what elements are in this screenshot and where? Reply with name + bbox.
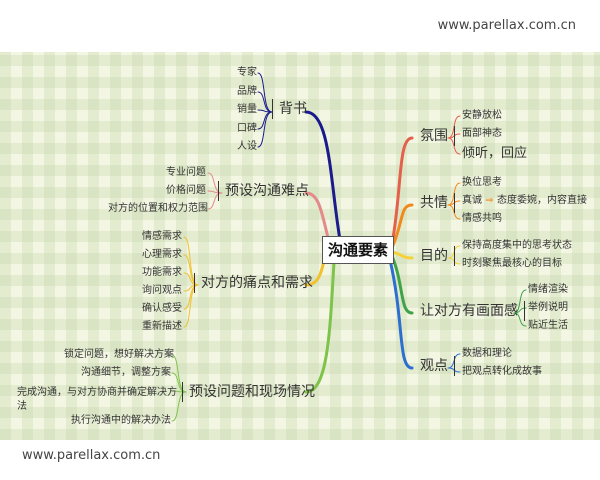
leaf-line-ysgtnd-3 xyxy=(207,192,223,210)
leaf-beishu-4: 口碑 xyxy=(237,123,257,134)
leaf-huamian-1: 情绪渲染 xyxy=(528,284,568,295)
branch-line-gongqing xyxy=(390,203,414,250)
leaf-line-tongdian-1 xyxy=(183,236,199,286)
leaf-beishu-5: 人设 xyxy=(237,141,257,152)
leaf-huamian-3: 贴近生活 xyxy=(528,320,568,331)
leaf-line-beishu-5 xyxy=(257,111,273,148)
leaf-huamian-2: 举例说明 xyxy=(528,302,568,313)
leaf-gongqing-2-detail: 态度委婉，内容直接 xyxy=(497,195,587,206)
branch-huamian: 让对方有画面感 xyxy=(414,301,525,321)
leaf-fenwei-2: 面部神态 xyxy=(462,128,502,139)
branch-line-beishu xyxy=(304,110,342,242)
leaf-tongdian-2: 心理需求 xyxy=(142,249,182,260)
leaf-beishu-2: 品牌 xyxy=(237,86,257,97)
leaf-line-beishu-2 xyxy=(257,91,273,113)
leaf-line-beishu-1 xyxy=(257,72,273,113)
leaf-ysgtnd-2: 价格问题 xyxy=(166,185,206,196)
branch-beishu: 背书 xyxy=(272,99,313,119)
leaf-yswt-3: 完成沟通，与对方协商并确定解决方法 xyxy=(17,387,177,412)
leaf-yswt-1: 锁定问题，想好解决方案 xyxy=(64,349,174,360)
leaf-line-yswt-1 xyxy=(171,354,187,393)
leaf-fenwei-3: 倾听，回应 xyxy=(462,146,528,161)
branch-line-yswt xyxy=(304,260,336,394)
mindmap-canvas xyxy=(0,52,600,440)
leaf-gongqing-2: 真诚 xyxy=(462,195,482,206)
leaf-guandian-2: 把观点转化成故事 xyxy=(462,366,542,377)
branch-mudi: 目的 xyxy=(414,246,455,266)
leaf-beishu-3: 销量 xyxy=(237,104,257,115)
leaf-line-yswt-2 xyxy=(171,372,187,393)
leaf-line-yswt-4 xyxy=(171,391,187,422)
branch-ysgtnd: 预设沟通难点 xyxy=(218,181,315,201)
leaf-line-huamian-3 xyxy=(513,312,527,327)
central-topic: 沟通要素 xyxy=(322,236,394,264)
leaf-tongdian-1: 情感需求 xyxy=(142,231,182,242)
leaf-yswt-4: 执行沟通中的解决办法 xyxy=(71,415,171,426)
branch-line-huamian xyxy=(390,254,414,315)
leaf-mudi-2: 时刻聚焦最核心的目标 xyxy=(462,258,562,269)
leaf-fenwei-1: 安静放松 xyxy=(462,110,502,121)
arrow-icon: ⇒ xyxy=(485,195,494,206)
leaf-gongqing-1: 换位思考 xyxy=(462,177,502,188)
leaf-guandian-1: 数据和理论 xyxy=(462,348,512,359)
leaf-line-tongdian-2 xyxy=(183,254,199,286)
branch-guandian: 观点 xyxy=(414,356,455,376)
leaf-yswt-2: 沟通细节，调整方案 xyxy=(81,367,171,378)
watermark-bottom: www.parellax.com.cn xyxy=(12,442,171,469)
leaf-ysgtnd-3: 对方的位置和权力范围 xyxy=(108,203,208,214)
branch-fenwei: 氛围 xyxy=(414,126,455,146)
leaf-tongdian-5: 确认感受 xyxy=(142,303,182,314)
branch-gongqing: 共情 xyxy=(414,193,455,213)
branch-line-guandian xyxy=(388,258,414,370)
leaf-line-ysgtnd-1 xyxy=(207,172,223,194)
leaf-gongqing-3: 情感共鸣 xyxy=(462,213,502,224)
leaf-line-tongdian-6 xyxy=(183,284,199,328)
leaf-ysgtnd-1: 专业问题 xyxy=(166,167,206,178)
watermark-top: www.parellax.com.cn xyxy=(427,12,586,39)
branch-line-fenwei xyxy=(390,136,414,246)
leaf-tongdian-4: 询问观点 xyxy=(142,285,182,296)
branch-line-mudi xyxy=(390,250,414,260)
leaf-line-fenwei-3 xyxy=(447,137,461,155)
branch-yswt: 预设问题和现场情况 xyxy=(182,382,321,402)
branch-tongdian: 对方的痛点和需求 xyxy=(194,273,319,293)
leaf-mudi-1: 保持高度集中的思考状态 xyxy=(462,240,572,251)
leaf-tongdian-3: 功能需求 xyxy=(142,267,182,278)
leaf-beishu-1: 专家 xyxy=(237,67,257,78)
leaf-line-huamian-1 xyxy=(513,289,527,314)
leaf-tongdian-6: 重新描述 xyxy=(142,321,182,332)
